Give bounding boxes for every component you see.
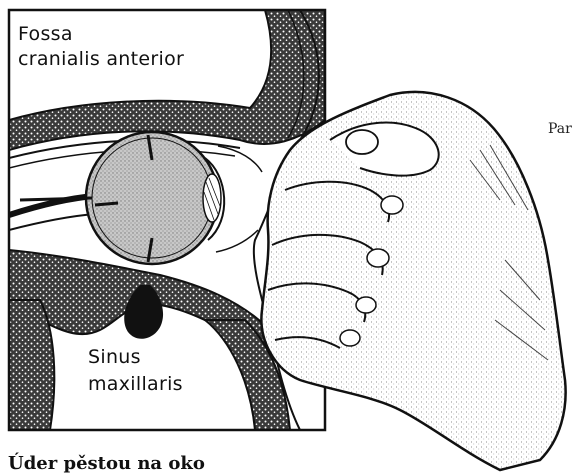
label-sinus-line2: maxillaris bbox=[88, 373, 183, 395]
label-fossa-line1: Fossa bbox=[18, 23, 73, 45]
caption: Úder pěstou na oko bbox=[8, 451, 205, 473]
label-fossa-line2: cranialis anterior bbox=[18, 48, 184, 70]
side-text-fragment: Par bbox=[548, 121, 572, 137]
label-sinus-line1: Sinus bbox=[88, 346, 141, 368]
